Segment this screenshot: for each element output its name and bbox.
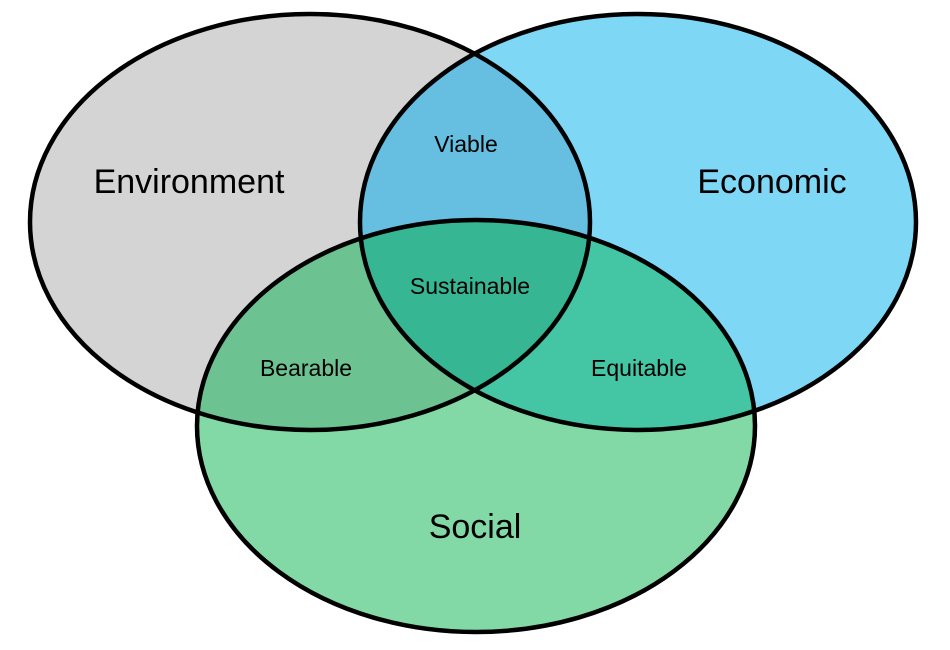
economic-label: Economic xyxy=(697,163,846,201)
environment-label: Environment xyxy=(94,163,285,201)
equitable-label: Equitable xyxy=(591,355,687,381)
bearable-label: Bearable xyxy=(260,355,352,381)
environment-outline xyxy=(27,11,593,433)
economic-outline xyxy=(357,11,919,433)
viable-label: Viable xyxy=(434,131,498,157)
social-label: Social xyxy=(429,508,522,546)
sustainable-label: Sustainable xyxy=(410,273,530,299)
social-outline xyxy=(194,217,758,635)
